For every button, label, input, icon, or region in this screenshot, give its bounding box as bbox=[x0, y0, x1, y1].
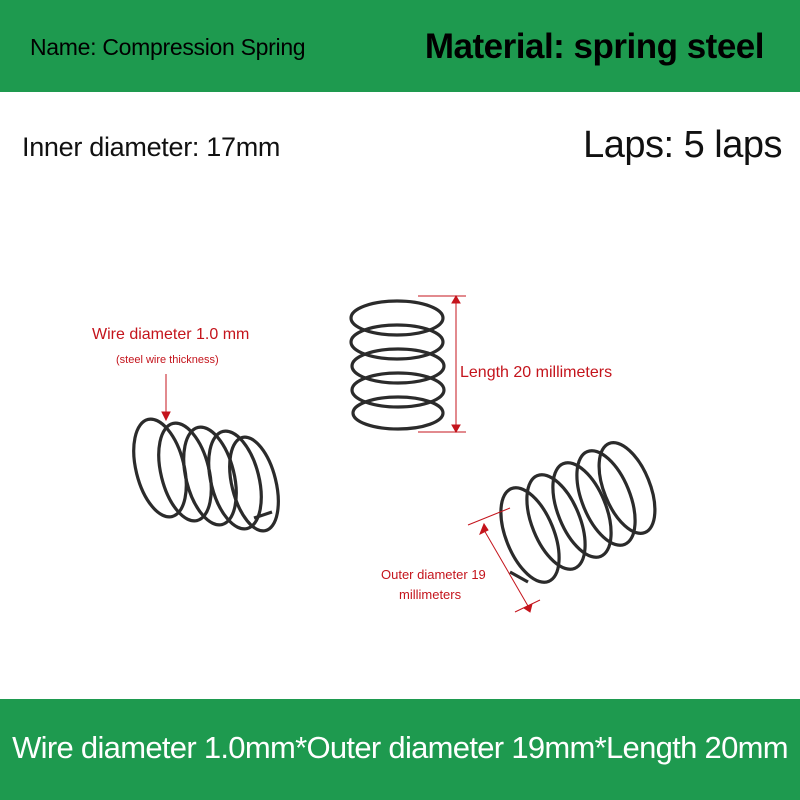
wire-thickness-note: (steel wire thickness) bbox=[116, 354, 219, 366]
bottom-banner bbox=[0, 699, 800, 800]
length-dimension bbox=[418, 294, 466, 434]
product-name: Name: Compression Spring bbox=[30, 34, 306, 60]
inner-diameter-label: Inner diameter: 17mm bbox=[22, 132, 281, 162]
top-banner bbox=[0, 0, 800, 92]
spring-left bbox=[132, 417, 280, 533]
spring-right bbox=[499, 441, 657, 584]
outer-diameter-label-line2: millimeters bbox=[399, 587, 462, 602]
outer-diameter-dimension bbox=[467, 507, 541, 613]
spec-summary: Wire diameter 1.0mm*Outer diameter 19mm*… bbox=[12, 730, 788, 765]
laps-label: Laps: 5 laps bbox=[583, 124, 782, 166]
outer-diameter-label-line1: Outer diameter 19 bbox=[381, 567, 486, 582]
length-label: Length 20 millimeters bbox=[460, 364, 613, 381]
spring-center bbox=[349, 299, 446, 431]
wire-diameter-arrow bbox=[161, 374, 171, 422]
wire-diameter-label: Wire diameter 1.0 mm bbox=[92, 326, 250, 343]
material-label: Material: spring steel bbox=[424, 27, 765, 66]
